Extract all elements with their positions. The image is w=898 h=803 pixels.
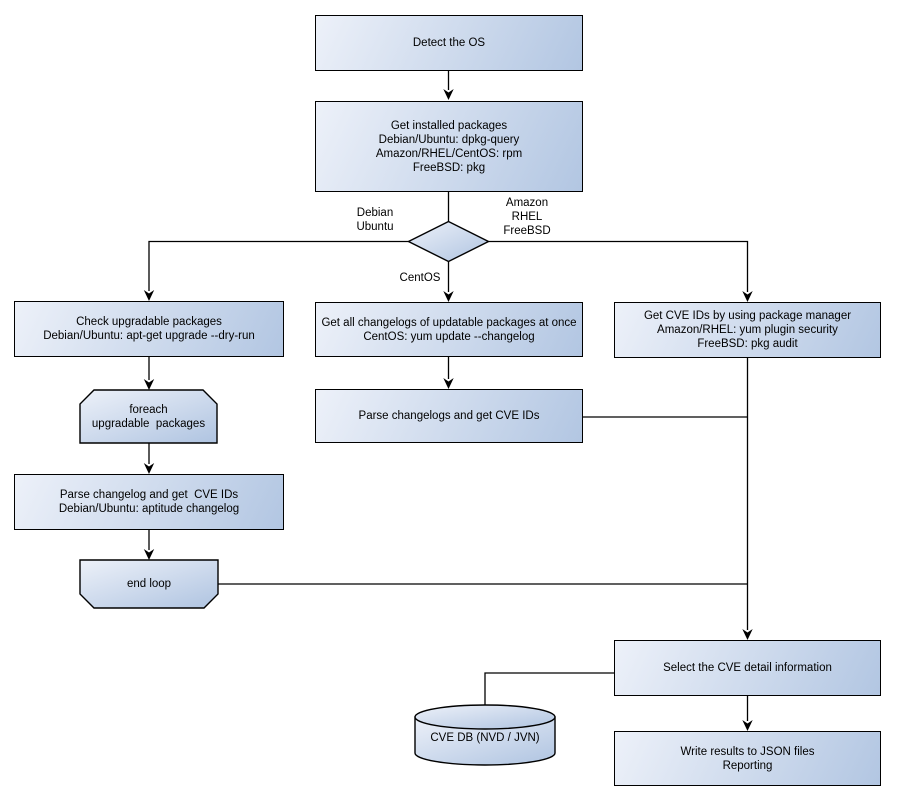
arrowhead-into-check-upgradable [143,290,155,301]
node-select-cve-detail-label: Select the CVE detail information [663,662,832,674]
node-get-cve-ids-pkg-manager: Get CVE IDs by using package manager Ama… [614,302,881,358]
cve-db-cylinder-top [414,704,556,730]
end-loop-shape [79,559,219,609]
cve-db-cylinder-body [414,716,556,766]
node-write-results: Write results to JSON files Reporting [614,731,881,786]
node-parse-changelog-debian: Parse changelog and get CVE IDs Debian/U… [14,474,284,530]
arrowhead-into-parse-mid [443,378,454,389]
node-detect-os-label: Detect the OS [412,37,486,49]
os-decision-diamond [406,220,491,263]
edge-label-amazon-rhel-freebsd: Amazon RHEL FreeBSD [503,197,551,237]
node-write-results-label: Write results to JSON files Reporting [680,745,815,772]
node-get-cve-ids-pkg-manager-label: Get CVE IDs by using package manager Ama… [643,310,852,350]
arrowhead-into-write [742,720,753,731]
node-get-installed-packages: Get installed packages Debian/Ubuntu: dp… [315,101,583,192]
node-parse-changelogs-centos: Parse changelogs and get CVE IDs [315,389,583,443]
arrowhead-into-foreach [143,379,155,390]
edge-label-debian-ubuntu: Debian Ubuntu [356,207,394,233]
connector-decision-to-get-cve-right [488,240,749,292]
node-check-upgradable-packages-label: Check upgradable packages Debian/Ubuntu:… [43,316,255,342]
edge-label-centos: CentOS [399,272,441,284]
arrowhead-into-get-all-changelogs [443,291,454,302]
foreach-loop-shape [79,389,218,444]
arrowhead-into-select [742,629,753,640]
node-parse-changelogs-centos-label: Parse changelogs and get CVE IDs [358,410,540,422]
connector-cve-db-to-select [484,672,614,705]
node-get-installed-packages-label: Get installed packages Debian/Ubuntu: dp… [375,119,523,174]
arrowhead-into-installed [443,89,454,100]
node-parse-changelog-debian-label: Parse changelog and get CVE IDs Debian/U… [58,489,240,515]
arrowhead-into-parse-left [143,463,155,474]
node-select-cve-detail: Select the CVE detail information [614,640,881,696]
node-get-all-changelogs-label: Get all changelogs of updatable packages… [321,316,577,343]
node-check-upgradable-packages: Check upgradable packages Debian/Ubuntu:… [14,301,284,357]
node-detect-os: Detect the OS [315,15,583,71]
arrowhead-into-end-loop [143,549,155,560]
arrowhead-into-get-cve-right [742,291,753,302]
node-get-all-changelogs: Get all changelogs of updatable packages… [315,302,583,357]
connector-decision-to-check-upgradable [148,240,409,291]
